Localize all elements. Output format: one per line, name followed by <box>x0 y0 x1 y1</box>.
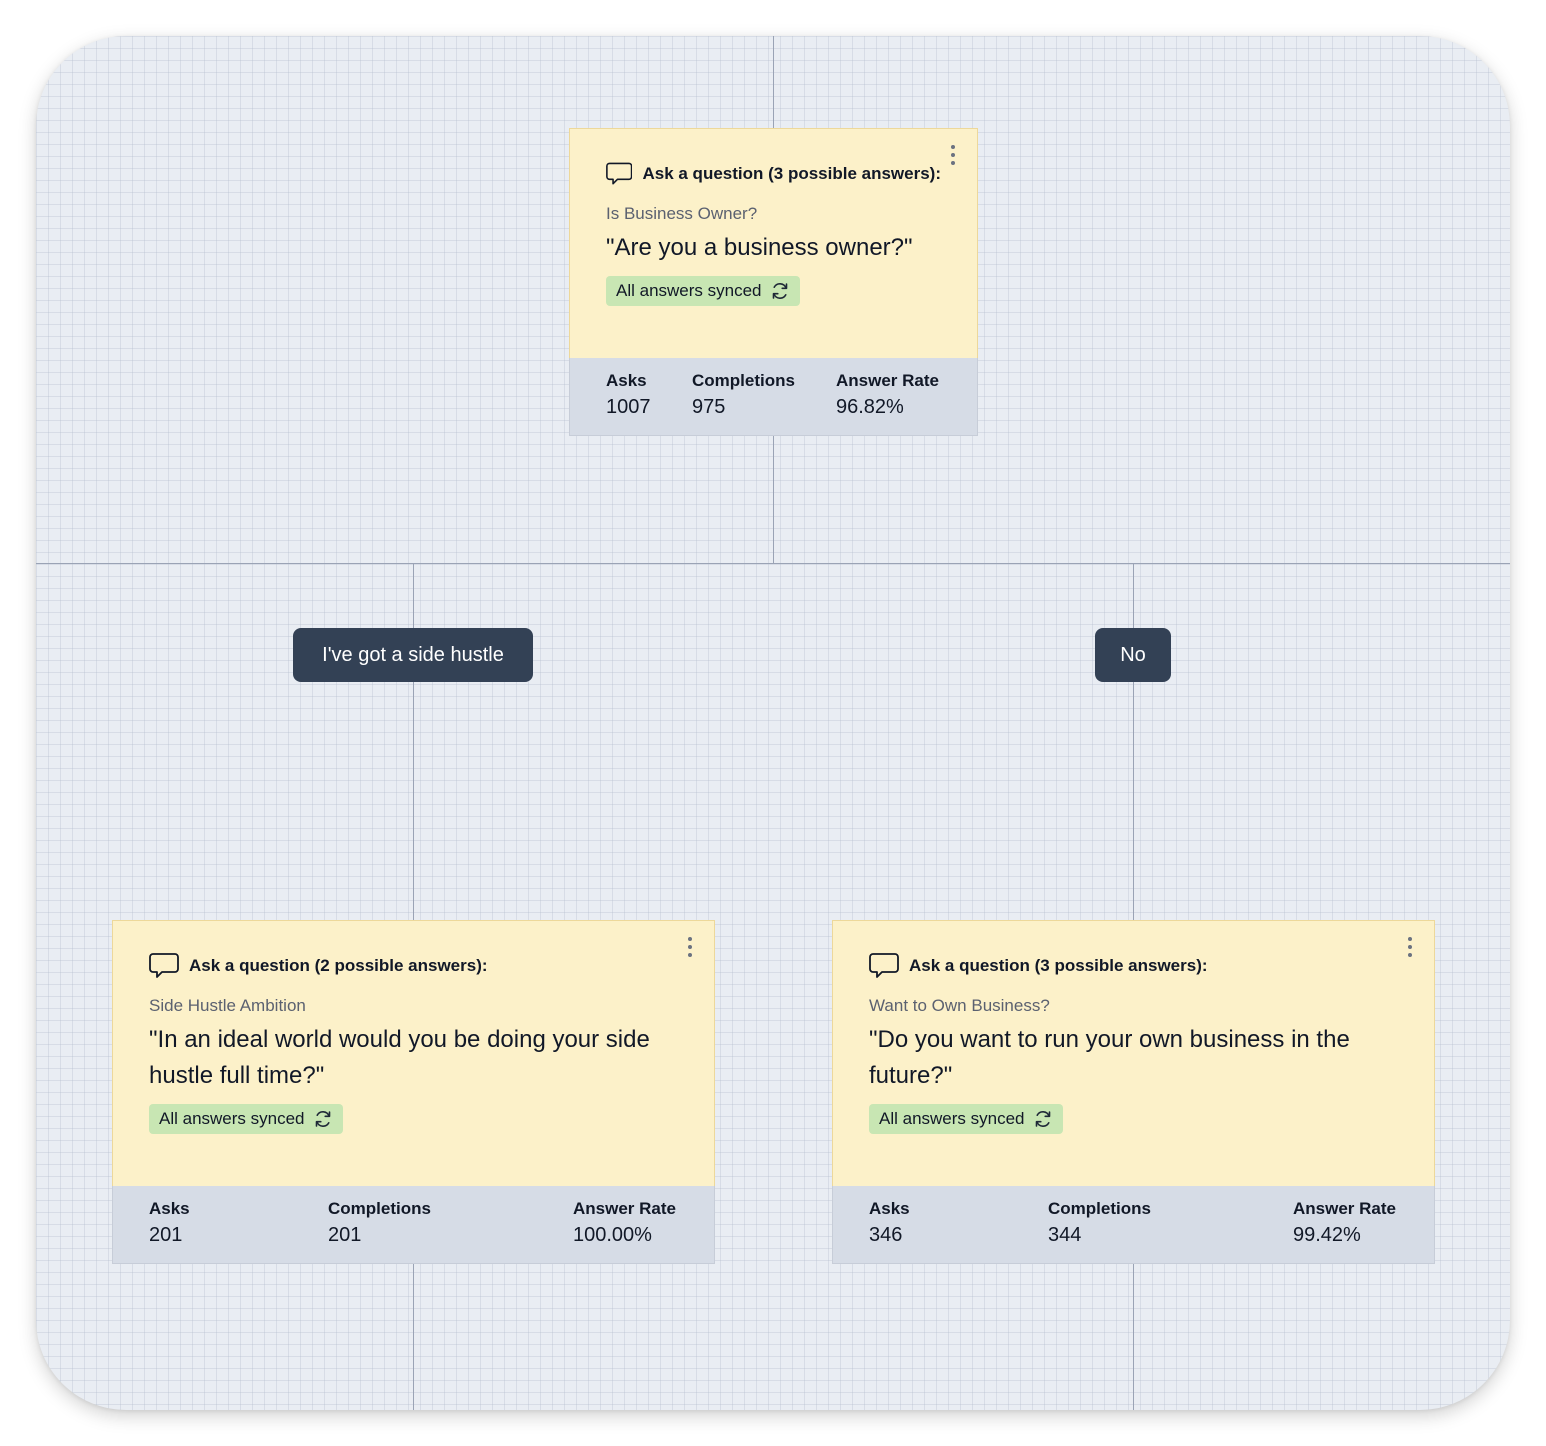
stat-completions: Completions 201 <box>328 1198 431 1250</box>
edge-root-stem-bottom <box>773 436 774 564</box>
flow-canvas[interactable]: I've got a side hustle No Ask a question… <box>36 36 1510 1410</box>
node-header: Ask a question (3 possible answers): <box>869 921 1398 980</box>
stat-label: Asks <box>869 1199 910 1218</box>
stat-value: 100.00% <box>573 1224 652 1246</box>
stat-answer-rate: Answer Rate 100.00% <box>573 1198 676 1250</box>
stat-answer-rate: Answer Rate 99.42% <box>1293 1198 1396 1250</box>
stat-completions: Completions 344 <box>1048 1198 1151 1250</box>
edge-root-stem-top <box>773 36 774 129</box>
stat-asks: Asks 346 <box>869 1198 910 1250</box>
sync-status-badge[interactable]: All answers synced <box>149 1104 343 1134</box>
stat-label: Completions <box>1048 1199 1151 1218</box>
stat-label: Completions <box>692 371 795 390</box>
sync-status-label: All answers synced <box>159 1109 305 1128</box>
node-subtitle: Side Hustle Ambition <box>149 996 306 1015</box>
node-card[interactable]: Ask a question (3 possible answers): Wan… <box>832 920 1435 1186</box>
stat-label: Asks <box>606 371 647 390</box>
answer-pill-no[interactable]: No <box>1095 628 1171 682</box>
stat-completions: Completions 975 <box>692 370 795 422</box>
stat-label: Answer Rate <box>836 371 939 390</box>
node-card[interactable]: Ask a question (2 possible answers): Sid… <box>112 920 715 1186</box>
question-node-own-business[interactable]: Ask a question (3 possible answers): Wan… <box>832 920 1435 1264</box>
node-question: "In an ideal world would you be doing yo… <box>149 1026 650 1089</box>
stat-value: 96.82% <box>836 396 904 418</box>
edge-branch-left-down <box>413 563 414 921</box>
edge-right-child-tail <box>1133 1264 1134 1410</box>
node-stats: Asks 1007 Completions 975 Answer Rate 96… <box>569 358 978 436</box>
node-header: Ask a question (2 possible answers): <box>149 921 678 980</box>
node-title: Ask a question (2 possible answers): <box>189 956 488 975</box>
edge-left-child-tail <box>413 1264 414 1410</box>
sync-arrows-icon <box>772 283 787 299</box>
stat-answer-rate: Answer Rate 96.82% <box>836 370 939 422</box>
node-card[interactable]: Ask a question (3 possible answers): Is … <box>569 128 978 358</box>
sync-status-label: All answers synced <box>879 1109 1025 1128</box>
sync-status-label: All answers synced <box>616 281 762 300</box>
stat-value: 346 <box>869 1224 903 1246</box>
sync-arrows-icon <box>315 1111 330 1127</box>
sync-arrows-icon <box>1035 1111 1050 1127</box>
question-node-root[interactable]: Ask a question (3 possible answers): Is … <box>569 128 978 436</box>
stat-label: Asks <box>149 1199 190 1218</box>
kebab-menu-icon[interactable] <box>945 143 961 167</box>
edge-branch-horizontal <box>36 563 1510 564</box>
question-node-side-hustle[interactable]: Ask a question (2 possible answers): Sid… <box>112 920 715 1264</box>
kebab-menu-icon[interactable] <box>682 935 698 959</box>
node-stats: Asks 346 Completions 344 Answer Rate 99.… <box>832 1186 1435 1264</box>
node-header: Ask a question (3 possible answers): <box>606 129 941 188</box>
chat-bubble-icon <box>606 162 633 185</box>
node-title: Ask a question (3 possible answers): <box>642 164 941 183</box>
node-title: Ask a question (3 possible answers): <box>909 956 1208 975</box>
chat-bubble-icon <box>869 953 899 978</box>
node-stats: Asks 201 Completions 201 Answer Rate 100… <box>112 1186 715 1264</box>
stat-label: Completions <box>328 1199 431 1218</box>
stat-asks: Asks 1007 <box>606 370 651 422</box>
stat-value: 201 <box>149 1224 183 1246</box>
stat-label: Answer Rate <box>1293 1199 1396 1218</box>
stat-value: 99.42% <box>1293 1224 1361 1246</box>
node-question: "Are you a business owner?" <box>606 234 913 261</box>
stat-asks: Asks 201 <box>149 1198 190 1250</box>
stat-value: 344 <box>1048 1224 1082 1246</box>
edge-branch-right-down <box>1133 563 1134 921</box>
node-question: "Do you want to run your own business in… <box>869 1026 1350 1089</box>
sync-status-badge[interactable]: All answers synced <box>606 276 800 306</box>
answer-pill-side-hustle[interactable]: I've got a side hustle <box>293 628 533 682</box>
stat-value: 975 <box>692 396 726 418</box>
node-subtitle: Want to Own Business? <box>869 996 1050 1015</box>
chat-bubble-icon <box>149 953 179 978</box>
stat-value: 201 <box>328 1224 362 1246</box>
node-subtitle: Is Business Owner? <box>606 204 758 223</box>
sync-status-badge[interactable]: All answers synced <box>869 1104 1063 1134</box>
stat-value: 1007 <box>606 396 651 418</box>
stat-label: Answer Rate <box>573 1199 676 1218</box>
kebab-menu-icon[interactable] <box>1402 935 1418 959</box>
